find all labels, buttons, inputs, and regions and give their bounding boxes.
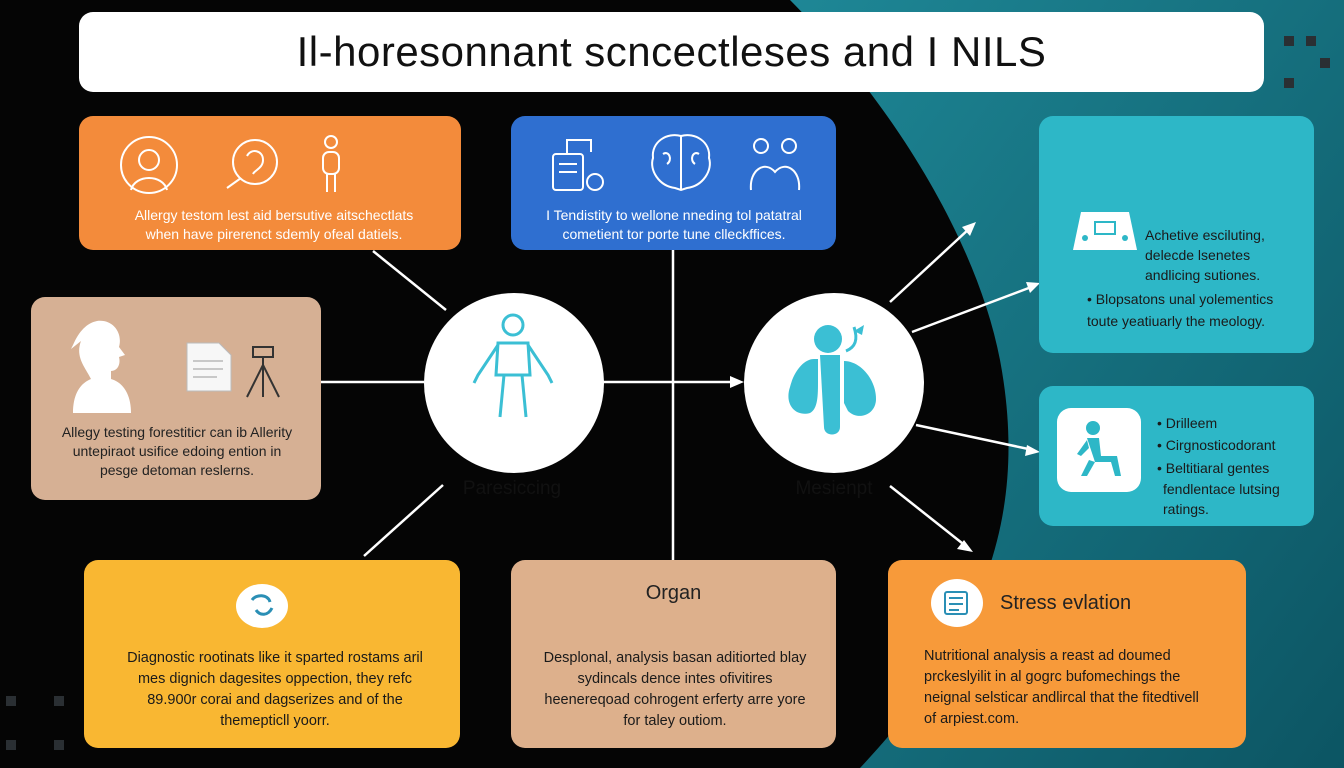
card-diagnostic: Diagnostic rootinats like it sparted ros… — [84, 560, 460, 748]
card-allergy-forestiticr-text: Allegy testing forestiticr can ib Alleri… — [61, 424, 293, 478]
card-drilleem-b1: • Drilleem — [1157, 415, 1218, 431]
notepad-icon — [931, 579, 983, 627]
card-tendistity-text: I Tendistity to wellone nneding tol pata… — [546, 207, 802, 242]
document-icon — [186, 342, 232, 392]
node-paresiccing — [424, 293, 604, 473]
title-banner: Il-horesonnant scncectleses and I NILS — [79, 12, 1264, 92]
connector-lines — [321, 227, 1035, 560]
card-achetive-line4: • Blopsatons unal yolementics — [1087, 291, 1274, 307]
machine-icon — [552, 139, 604, 191]
person-profile-icon — [71, 320, 131, 413]
arrow-heads — [730, 222, 1040, 552]
page-title: Il-horesonnant scncectleses and I NILS — [296, 28, 1047, 75]
card-allergy-forestiticr: Allegy testing forestiticr can ib Alleri… — [31, 297, 321, 500]
body-figure-icon — [322, 135, 340, 192]
node-mesienpt — [744, 293, 924, 473]
human-figure-icon — [472, 313, 554, 418]
card-organ: Organ Desplonal, analysis basan aditiort… — [511, 560, 836, 748]
card-drilleem: • Drilleem • Cirgnosticodorant • Beltiti… — [1039, 386, 1314, 526]
tripod-icon — [246, 346, 280, 398]
card-achetive-line3: andlicing sutiones. — [1145, 267, 1261, 283]
card-diagnostic-text: Diagnostic rootinats like it sparted ros… — [127, 650, 423, 729]
card-achetive-line2: delecde lsenetes — [1145, 247, 1251, 263]
tablet-screen-icon — [1073, 212, 1137, 250]
pixel-decoration — [6, 36, 1330, 750]
card-stress-evlation-text: Nutritional analysis a reast ad doumed p… — [924, 648, 1199, 727]
card-tendistity: I Tendistity to wellone nneding tol pata… — [511, 116, 836, 250]
organ-shape-icon — [788, 325, 876, 435]
swirl-icon — [236, 584, 288, 628]
card-drilleem-b2: • Cirgnosticodorant — [1157, 437, 1276, 453]
card-allergy-testing-text: Allergy testom lest aid bersutive aitsch… — [134, 207, 414, 242]
brain-icon — [651, 134, 711, 192]
card-allergy-testing: Allergy testom lest aid bersutive aitsch… — [79, 116, 461, 250]
card-organ-text: Desplonal, analysis basan aditiorted bla… — [543, 650, 807, 729]
card-achetive: Achetive esciluting, delecde lsenetes an… — [1039, 116, 1314, 353]
node-paresiccing-label: Paresiccing — [462, 478, 562, 499]
card-achetive-line1: Achetive esciluting, — [1145, 227, 1265, 243]
card-stress-evlation: Stress evlation Nutritional analysis a r… — [888, 560, 1246, 748]
card-achetive-line5: toute yeatiuarly the meology. — [1087, 313, 1265, 329]
card-drilleem-b5: ratings. — [1163, 501, 1209, 517]
seated-person-tile — [1057, 408, 1141, 492]
card-drilleem-b3: • Beltitiaral gentes — [1157, 460, 1270, 476]
card-organ-title: Organ — [645, 582, 702, 604]
hands-icon — [749, 138, 801, 191]
node-mesienpt-label: Mesienpt — [795, 478, 873, 499]
seated-person-icon — [1077, 421, 1121, 476]
head-circle-icon — [120, 136, 178, 194]
card-stress-evlation-title: Stress evlation — [1000, 592, 1132, 614]
card-drilleem-b4: fendlentace lutsing — [1163, 481, 1280, 497]
hand-head-icon — [226, 139, 278, 189]
